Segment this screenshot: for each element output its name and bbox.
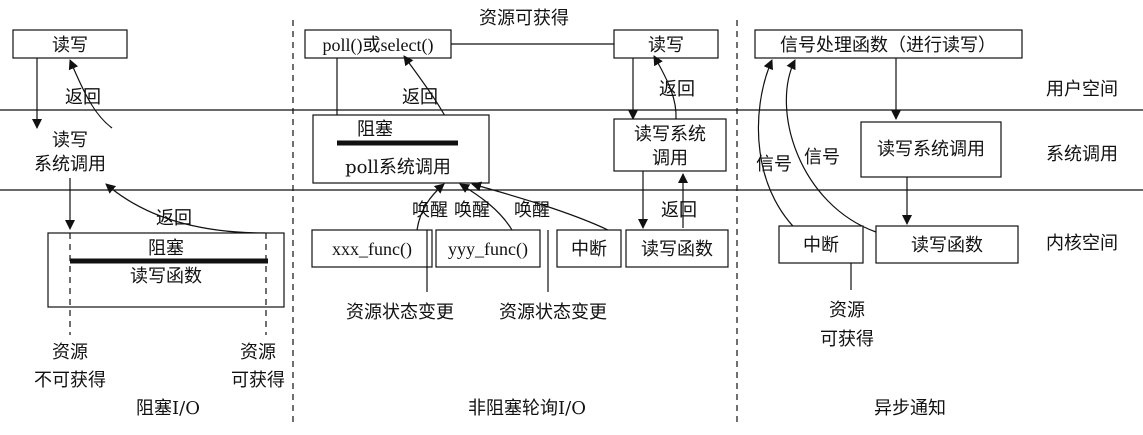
blocking-available-1: 资源 [240,342,276,363]
polling-rw-func-label: 读写函数 [641,239,713,260]
poll-return-label: 返回 [402,87,438,108]
async-syscall-box [860,121,1002,178]
blocking-return-arrow-1 [68,59,113,129]
wakeup-label-1: 唤醒 [412,200,448,221]
blocking-read-write-box [12,29,128,59]
blocking-unavailable-2: 不可获得 [34,370,106,391]
blocking-return-label-2: 返回 [156,208,192,229]
poll-syscall-label: poll系统调用 [345,157,451,178]
layer-label-syscall: 系统调用 [1046,144,1118,165]
polling-rw-return-arrow [653,55,677,120]
wakeup-arrow-yyy [459,183,513,231]
async-title: 异步通知 [874,398,946,419]
signal-handler-box [754,29,1023,59]
blocking-available-2: 可获得 [231,370,285,391]
polling-kernel-return-label: 返回 [661,200,697,221]
blocking-read-write-label: 读写 [52,35,88,56]
state-change-label-1: 资源状态变更 [346,302,454,323]
poll-block-label: 阻塞 [357,119,393,140]
yyy-func-label: yyy_func() [448,239,528,260]
poll-syscall-box [312,114,490,184]
layer-label-user: 用户空间 [1046,79,1118,100]
poll-select-label: poll()或select() [323,35,434,56]
polling-rw-syscall-box [613,118,727,172]
async-syscall-label: 读写系统调用 [877,139,985,160]
async-interrupt-box [778,225,864,264]
wakeup-label-3: 唤醒 [514,200,550,221]
async-resource-1: 资源 [829,300,865,321]
polling-resource-available: 资源可获得 [479,8,569,29]
state-change-label-2: 资源状态变更 [499,302,607,323]
blocking-io-column: 读写 返回 读写 系统调用 返回 阻塞 读写函数 资源 不可获得 资源 可获得 … [12,29,285,419]
polling-rw-return-label: 返回 [659,79,695,100]
blocking-read-write-func: 读写函数 [130,266,202,287]
blocking-title: 阻塞I/O [136,398,200,419]
wakeup-arrow-xxx [416,183,445,231]
blocking-unavailable-1: 资源 [52,342,88,363]
polling-rw-syscall-1: 读写系统 [634,124,706,145]
wakeup-arrow-interrupt [471,181,609,231]
async-rw-func-label: 读写函数 [911,235,983,256]
async-rw-func-box [875,225,1019,264]
xxx-func-label: xxx_func() [332,239,412,260]
blocking-block-label: 阻塞 [148,238,184,259]
polling-read-write-box [613,29,719,59]
async-column: 信号处理函数（进行读写） 读写系统调用 信号 信号 中断 读写函数 资源 可获得… [754,29,1023,419]
blocking-syscall-call: 系统调用 [34,154,106,175]
polling-rw-syscall-2: 调用 [652,148,688,169]
signal-arrow-1 [757,59,809,241]
blocking-return-label-1: 返回 [65,87,101,108]
polling-read-write-label: 读写 [648,35,684,56]
polling-title: 非阻塞轮询I/O [468,398,586,419]
polling-rw-func-box [625,229,729,268]
polling-interrupt-label: 中断 [571,239,607,260]
blocking-syscall-read-write: 读写 [52,130,88,151]
async-resource-2: 可获得 [820,329,874,350]
polling-io-column: 资源可获得 poll()或select() 读写 返回 返回 阻塞 poll系统… [304,8,729,419]
yyy-func-box [435,229,541,268]
signal-label-2: 信号 [804,147,840,168]
blocking-kernel-box [47,232,285,308]
poll-select-box [304,29,452,59]
polling-interrupt-box [556,229,622,268]
async-interrupt-label: 中断 [803,235,839,256]
layer-label-kernel: 内核空间 [1046,233,1118,254]
signal-arrow-2 [785,59,877,233]
signal-handler-label: 信号处理函数（进行读写） [780,35,996,56]
signal-label-1: 信号 [756,154,792,175]
xxx-func-box [311,229,433,268]
wakeup-label-2: 唤醒 [454,200,490,221]
